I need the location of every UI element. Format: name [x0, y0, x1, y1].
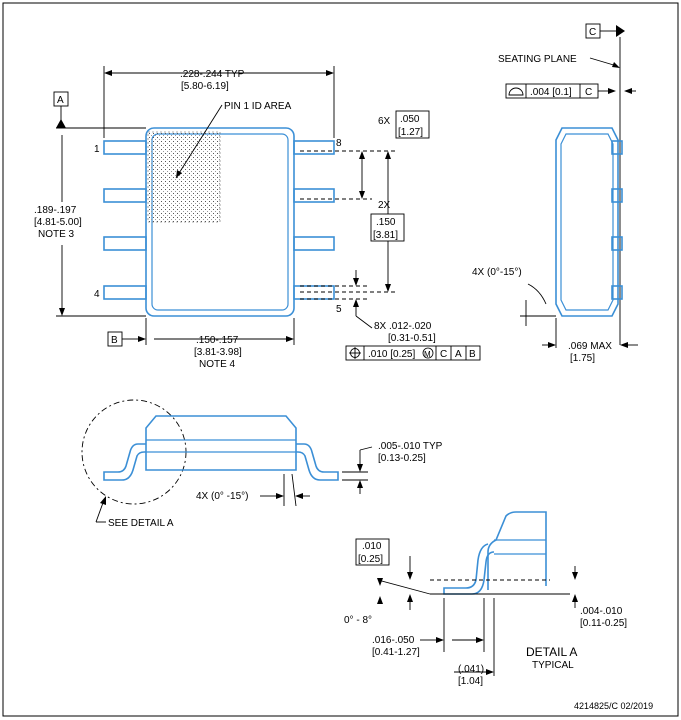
lead-width-inch-text: 8X .012-.020 — [374, 321, 432, 332]
lead-7 — [293, 188, 335, 203]
gauge-inch-text: .010 — [362, 541, 382, 552]
pin4-label: 4 — [94, 289, 100, 300]
span-mm-text: [3.81] — [373, 230, 398, 241]
gauge-mm-text: [0.25] — [358, 554, 383, 565]
position-datum-b-text: B — [469, 349, 476, 360]
length-note-text: NOTE 3 — [38, 229, 75, 240]
front-lead-right — [296, 443, 339, 481]
pin8-label: 8 — [336, 138, 342, 149]
body-outline — [145, 127, 295, 317]
width-inch-text: .228-.244 TYP — [180, 69, 245, 80]
front-body-outline — [145, 415, 297, 471]
side-lead-3 — [611, 236, 623, 251]
datum-c-text: C — [589, 27, 596, 38]
side-lead-2 — [611, 188, 623, 203]
pin1-area-text: PIN 1 ID AREA — [224, 101, 292, 112]
length-inch-text: .189-.197 — [34, 205, 77, 216]
pin1-label: 1 — [94, 144, 100, 155]
side-lead-1 — [611, 140, 623, 155]
position-frame — [345, 345, 481, 361]
detail-title-text: DETAIL A — [526, 645, 577, 659]
lead-width-mm-text: [0.31-0.51] — [388, 333, 436, 344]
pin5-label: 5 — [336, 304, 342, 315]
side-lead-4 — [611, 285, 623, 300]
pitch-box — [395, 110, 430, 139]
drawing-number-text: 4214825/C 02/2019 — [574, 701, 653, 711]
height-inch-text: .069 MAX — [568, 341, 612, 352]
span-inch-text: .150 — [376, 217, 396, 228]
position-value-text: .010 [0.25] — [368, 349, 415, 360]
foot-angle-text: 0° - 8° — [344, 615, 372, 626]
length-mm-text: [4.81-5.00] — [34, 217, 82, 228]
pitch-inch-text: .050 — [400, 114, 420, 125]
detail-body-outline — [487, 511, 547, 590]
standoff-mm-text: [0.11-0.25] — [580, 618, 627, 629]
position-datum-a-text: A — [455, 349, 462, 360]
seating-plane-text: SEATING PLANE — [498, 54, 577, 65]
side-view: C SEATING PLANE .004 [0.1] C 4X (0°-15°) — [472, 23, 638, 364]
top-view: 1 4 8 5 .228-.244 TYP [5.80-6.19] PIN 1 … — [34, 66, 481, 370]
pitch-count-text: 6X — [378, 116, 391, 127]
position-datum-c-text: C — [440, 349, 447, 360]
gauge-box — [355, 538, 390, 566]
lead-1 — [103, 140, 147, 155]
span-count-text: 2X — [378, 200, 391, 211]
draft-angle-side-text: 4X (0°-15°) — [472, 267, 522, 278]
datum-a-text: A — [57, 95, 64, 106]
lead-8 — [293, 140, 335, 155]
pitch-mm-text: [1.27] — [398, 127, 423, 138]
datum-b-text: B — [111, 335, 118, 346]
foot-ref-mm-text: [1.04] — [458, 676, 483, 687]
mmc-modifier-icon — [422, 347, 434, 359]
foot-length-mm-text: [0.41-1.27] — [372, 647, 420, 658]
position-modifier-text: M — [424, 350, 431, 359]
pin1-id-area — [147, 131, 221, 223]
foot-length-inch-text: .016-.050 — [372, 635, 415, 646]
standoff-inch-text: .004-.010 — [580, 606, 623, 617]
lead-thickness-mm-text: [0.13-0.25] — [378, 453, 426, 464]
side-body-inner — [560, 133, 614, 311]
width-mm-text: [5.80-6.19] — [181, 81, 229, 92]
flatness-datum-text: C — [585, 87, 592, 98]
draft-angle-front-text: 4X (0° -15°) — [196, 491, 248, 502]
detail-a-view: .010 [0.25] 0° - 8° .004-.010 [0.11-0.25… — [344, 511, 627, 687]
lead-thickness-inch-text: .005-.010 TYP — [378, 441, 443, 452]
lead-6 — [293, 236, 335, 251]
body-width-note-text: NOTE 4 — [199, 359, 236, 370]
lead-4 — [103, 285, 147, 300]
flatness-value-text: .004 [0.1] — [530, 87, 572, 98]
flatness-icon — [508, 87, 524, 96]
lead-3 — [103, 236, 147, 251]
height-mm-text: [1.75] — [570, 353, 595, 364]
detail-lead — [443, 543, 495, 595]
front-view: .005-.010 TYP [0.13-0.25] 4X (0° -15°) S… — [81, 399, 443, 529]
body-width-inch-text: .150-.157 — [196, 335, 239, 346]
lead-5 — [293, 285, 335, 300]
foot-ref-inch-text: (.041) — [458, 664, 484, 675]
lead-2 — [103, 188, 147, 203]
see-detail-text: SEE DETAIL A — [108, 518, 174, 529]
side-body-outline — [555, 127, 619, 317]
detail-subtitle-text: TYPICAL — [532, 660, 574, 671]
front-lead-left — [103, 443, 146, 481]
body-width-mm-text: [3.81-3.98] — [194, 347, 242, 358]
span-box — [370, 213, 405, 242]
